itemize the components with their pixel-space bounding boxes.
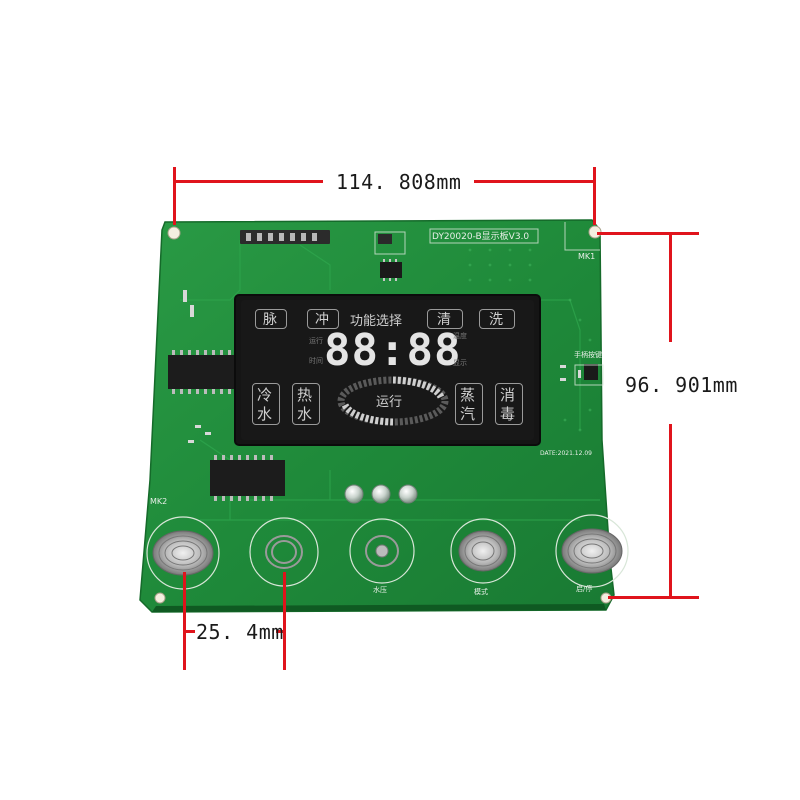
width-dim-line-left <box>173 180 323 183</box>
led-indicator <box>344 484 418 504</box>
lcd-key-disinfect-1: 消 <box>500 386 516 404</box>
mk1-label: MK1 <box>578 252 596 261</box>
lcd-key-wash: 洗 <box>489 312 503 328</box>
width-dimension-label: 114. 808mm <box>336 170 462 194</box>
button-label-start-stop: 启/停 <box>576 585 593 593</box>
pitch-dim-tick-right <box>283 572 286 670</box>
pitch-dim-line-right <box>276 630 286 633</box>
ic-chip-lower <box>210 460 285 496</box>
mk2-label: MK2 <box>150 497 168 506</box>
lcd-key-box <box>255 309 287 329</box>
lcd-key-box <box>455 383 483 425</box>
board-model-label: DY20020-B显示板V3.0 <box>432 232 530 242</box>
ic-chip-left <box>168 355 238 389</box>
lcd-run-label: 运行 <box>376 395 403 410</box>
pitch-dimension-label: 25. 4mm <box>196 620 284 644</box>
spring-coil <box>152 528 623 576</box>
width-dim-tick-left <box>173 167 176 225</box>
lcd-run-ring <box>337 376 449 426</box>
lcd-key-steam-1: 蒸 <box>460 386 476 404</box>
lcd-key-box <box>307 309 339 329</box>
pitch-dim-tick-left <box>183 572 186 670</box>
date-label: DATE:2021.12.09 <box>540 450 592 457</box>
eeprom-chip <box>380 262 402 278</box>
lcd-function-label: 功能选择 <box>350 314 403 329</box>
lcd-key-box <box>427 309 463 329</box>
button-label-water-pressure: 水压 <box>373 586 387 594</box>
lcd-small-run: 运行 <box>309 337 323 345</box>
lcd-key-hot-1: 热 <box>297 386 313 404</box>
height-dimension-label: 96. 901mm <box>625 373 738 397</box>
height-dim-tick-bottom <box>608 596 699 599</box>
height-dim-line-top <box>669 232 672 342</box>
lcd-key-steam-2: 汽 <box>460 405 476 423</box>
pitch-dim-line-left <box>183 630 195 633</box>
lcd-key-pulse: 脉 <box>263 312 277 328</box>
lcd-key-box <box>495 383 523 425</box>
lcd-key-clean: 清 <box>437 312 451 328</box>
lcd-small-temp: 温度 <box>453 332 467 340</box>
lcd-small-time: 时间 <box>309 357 323 365</box>
height-dim-line-bottom <box>669 424 672 599</box>
lcd-key-cold-1: 冷 <box>257 386 273 404</box>
lcd-key-disinfect-2: 毒 <box>500 405 516 423</box>
height-dim-tick-top <box>597 232 699 235</box>
button-label-mode: 模式 <box>474 588 488 596</box>
lcd-digits: 88:88 <box>324 325 462 376</box>
handle-key-label: 手柄按键 <box>574 351 602 359</box>
touch-button <box>146 514 629 590</box>
pin-header <box>240 230 330 244</box>
lcd-small-display: 显示 <box>453 359 467 367</box>
lcd-key-box <box>252 383 280 425</box>
width-dim-line-right <box>474 180 596 183</box>
width-dim-tick-right <box>593 167 596 225</box>
mounting-hole <box>154 225 612 604</box>
lcd-key-cold-2: 水 <box>257 405 273 423</box>
lcd-key-flush: 冲 <box>315 312 329 328</box>
lcd-key-hot-2: 水 <box>297 405 313 423</box>
lcd-key-box <box>292 383 320 425</box>
lcd-key-box <box>479 309 515 329</box>
